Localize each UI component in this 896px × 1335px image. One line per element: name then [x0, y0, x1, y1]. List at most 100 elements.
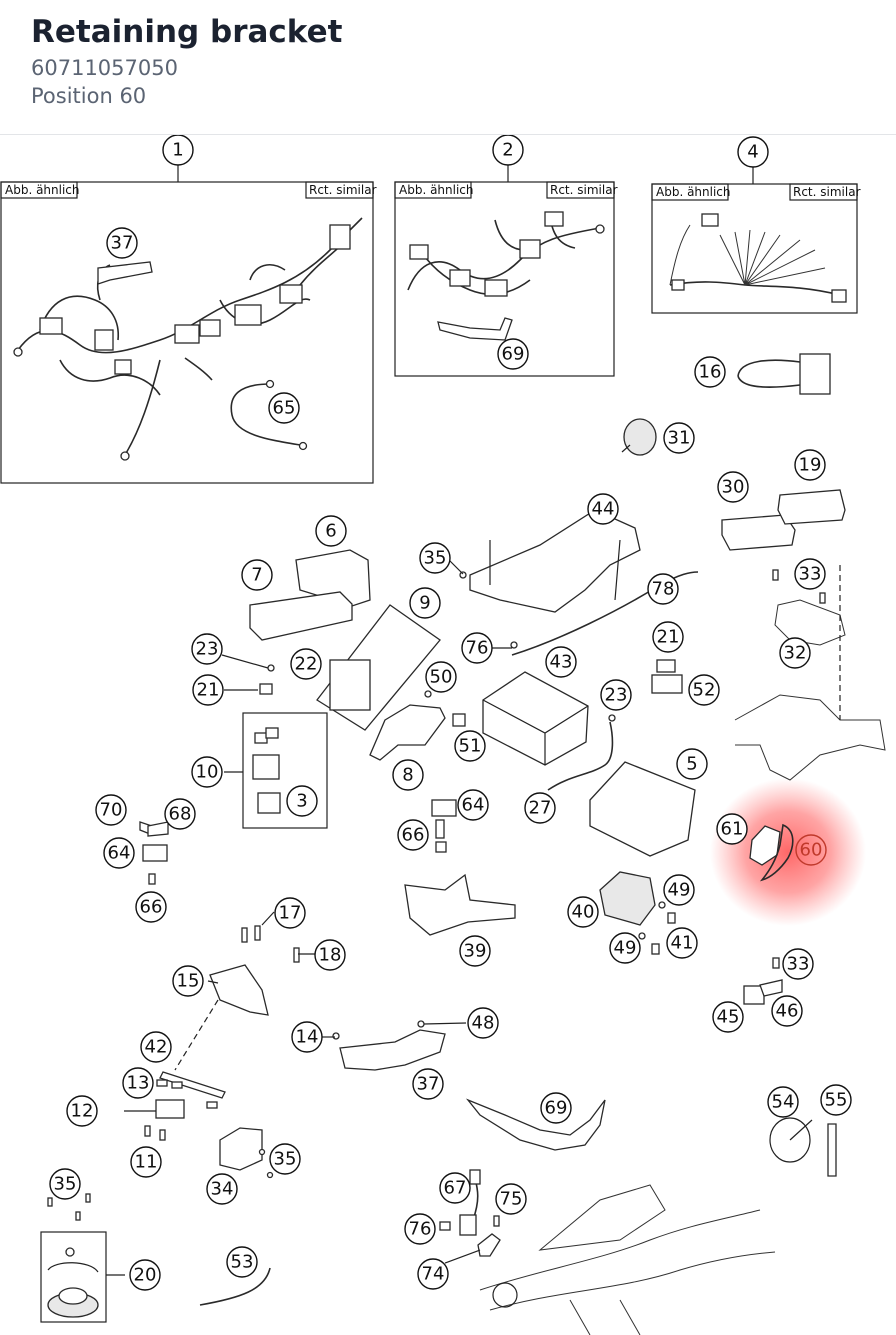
callout-circle: [794, 449, 826, 481]
callout-c8[interactable]: 8: [392, 759, 424, 791]
callout-c51[interactable]: 51: [454, 730, 486, 762]
callout-label: 55: [825, 1090, 848, 1111]
callout-label: 20: [134, 1265, 157, 1286]
callout-c52[interactable]: 52: [688, 674, 720, 706]
callout-c66b[interactable]: 66: [135, 891, 167, 923]
callout-c35b[interactable]: 35: [269, 1143, 301, 1175]
callout-c30[interactable]: 30: [717, 471, 749, 503]
callout-label: 11: [135, 1152, 158, 1173]
callout-c78[interactable]: 78: [647, 573, 679, 605]
callout-c7[interactable]: 7: [241, 559, 273, 591]
callout-c13[interactable]: 13: [122, 1067, 154, 1099]
callout-c40[interactable]: 40: [567, 896, 599, 928]
callout-c23a[interactable]: 23: [191, 633, 223, 665]
callout-circle: [454, 730, 486, 762]
callout-label: 42: [145, 1037, 168, 1058]
callout-c12[interactable]: 12: [66, 1095, 98, 1127]
callout-c64b[interactable]: 64: [457, 789, 489, 821]
callout-c37b[interactable]: 37: [412, 1068, 444, 1100]
callout-c74[interactable]: 74: [417, 1258, 449, 1290]
callout-c68[interactable]: 68: [164, 798, 196, 830]
callout-circle: [172, 965, 204, 997]
callout-c55[interactable]: 55: [820, 1084, 852, 1116]
callout-c46[interactable]: 46: [771, 995, 803, 1027]
callout-c50[interactable]: 50: [425, 661, 457, 693]
callout-c39[interactable]: 39: [459, 935, 491, 967]
callout-c66a[interactable]: 66: [397, 819, 429, 851]
callout-c4[interactable]: 4: [737, 136, 769, 168]
callout-c14[interactable]: 14: [291, 1021, 323, 1053]
callout-label: 64: [462, 795, 485, 816]
callout-c37a[interactable]: 37: [106, 227, 138, 259]
callout-c43[interactable]: 43: [545, 646, 577, 678]
callout-c49b[interactable]: 49: [609, 932, 641, 964]
page-title: Retaining bracket: [31, 14, 343, 50]
callout-c76b[interactable]: 76: [404, 1213, 436, 1245]
callout-label: 37: [111, 233, 134, 254]
callout-circle: [666, 927, 698, 959]
callout-c61[interactable]: 61: [716, 813, 748, 845]
callout-label: 4: [747, 142, 758, 163]
callout-c35c[interactable]: 35: [49, 1168, 81, 1200]
callout-label: 33: [787, 954, 810, 975]
callout-label: 6: [325, 521, 336, 542]
callout-label: 34: [211, 1179, 234, 1200]
callout-label: 49: [668, 880, 691, 901]
callout-c60[interactable]: 60: [795, 834, 827, 866]
callout-c17[interactable]: 17: [274, 897, 306, 929]
callout-circle: [587, 493, 619, 525]
callout-c5[interactable]: 5: [676, 748, 708, 780]
callout-c18[interactable]: 18: [314, 939, 346, 971]
callout-c31[interactable]: 31: [663, 422, 695, 454]
callout-c19[interactable]: 19: [794, 449, 826, 481]
callout-c70[interactable]: 70: [95, 794, 127, 826]
callout-circle: [122, 1067, 154, 1099]
callout-c34[interactable]: 34: [206, 1173, 238, 1205]
callout-circle: [274, 897, 306, 929]
callout-label: 18: [319, 945, 342, 966]
callout-c41[interactable]: 41: [666, 927, 698, 959]
callout-c9[interactable]: 9: [409, 587, 441, 619]
callout-circle: [694, 356, 726, 388]
callout-c27[interactable]: 27: [524, 792, 556, 824]
callout-c15[interactable]: 15: [172, 965, 204, 997]
callout-c22[interactable]: 22: [290, 648, 322, 680]
callout-c16[interactable]: 16: [694, 356, 726, 388]
exploded-parts-diagram: Abb. ähnlich Rct. similar Abb. ähnl: [0, 135, 886, 1335]
highlight-glow: [710, 778, 866, 926]
callout-c2[interactable]: 2: [492, 135, 524, 166]
leader-lines: [124, 559, 512, 1264]
callout-label: 64: [108, 843, 131, 864]
callout-circle: [524, 792, 556, 824]
callout-c42[interactable]: 42: [140, 1031, 172, 1063]
callout-c69a[interactable]: 69: [497, 338, 529, 370]
callout-c35a[interactable]: 35: [419, 542, 451, 574]
callout-c21a[interactable]: 21: [192, 674, 224, 706]
callout-c32[interactable]: 32: [779, 637, 811, 669]
callout-c76a[interactable]: 76: [461, 632, 493, 664]
callout-label: 69: [545, 1098, 568, 1119]
callout-c45[interactable]: 45: [712, 1001, 744, 1033]
callout-c33a[interactable]: 33: [794, 558, 826, 590]
callout-c33b[interactable]: 33: [782, 948, 814, 980]
callout-c6[interactable]: 6: [315, 515, 347, 547]
callout-c11[interactable]: 11: [130, 1146, 162, 1178]
callout-c23b[interactable]: 23: [600, 679, 632, 711]
callout-c65[interactable]: 65: [268, 392, 300, 424]
callout-c10[interactable]: 10: [191, 756, 223, 788]
callout-c20[interactable]: 20: [129, 1259, 161, 1291]
callout-label: 19: [799, 455, 822, 476]
callout-c48[interactable]: 48: [467, 1007, 499, 1039]
callout-c21b[interactable]: 21: [652, 621, 684, 653]
callout-c69b[interactable]: 69: [540, 1092, 572, 1124]
callout-c75[interactable]: 75: [495, 1183, 527, 1215]
callout-c53[interactable]: 53: [226, 1246, 258, 1278]
callout-c1[interactable]: 1: [162, 135, 194, 166]
callout-label: 40: [572, 902, 595, 923]
callout-c49a[interactable]: 49: [663, 874, 695, 906]
callout-c3[interactable]: 3: [286, 785, 318, 817]
callout-c54[interactable]: 54: [767, 1086, 799, 1118]
callout-c67[interactable]: 67: [439, 1172, 471, 1204]
callout-c44[interactable]: 44: [587, 493, 619, 525]
callout-c64a[interactable]: 64: [103, 837, 135, 869]
